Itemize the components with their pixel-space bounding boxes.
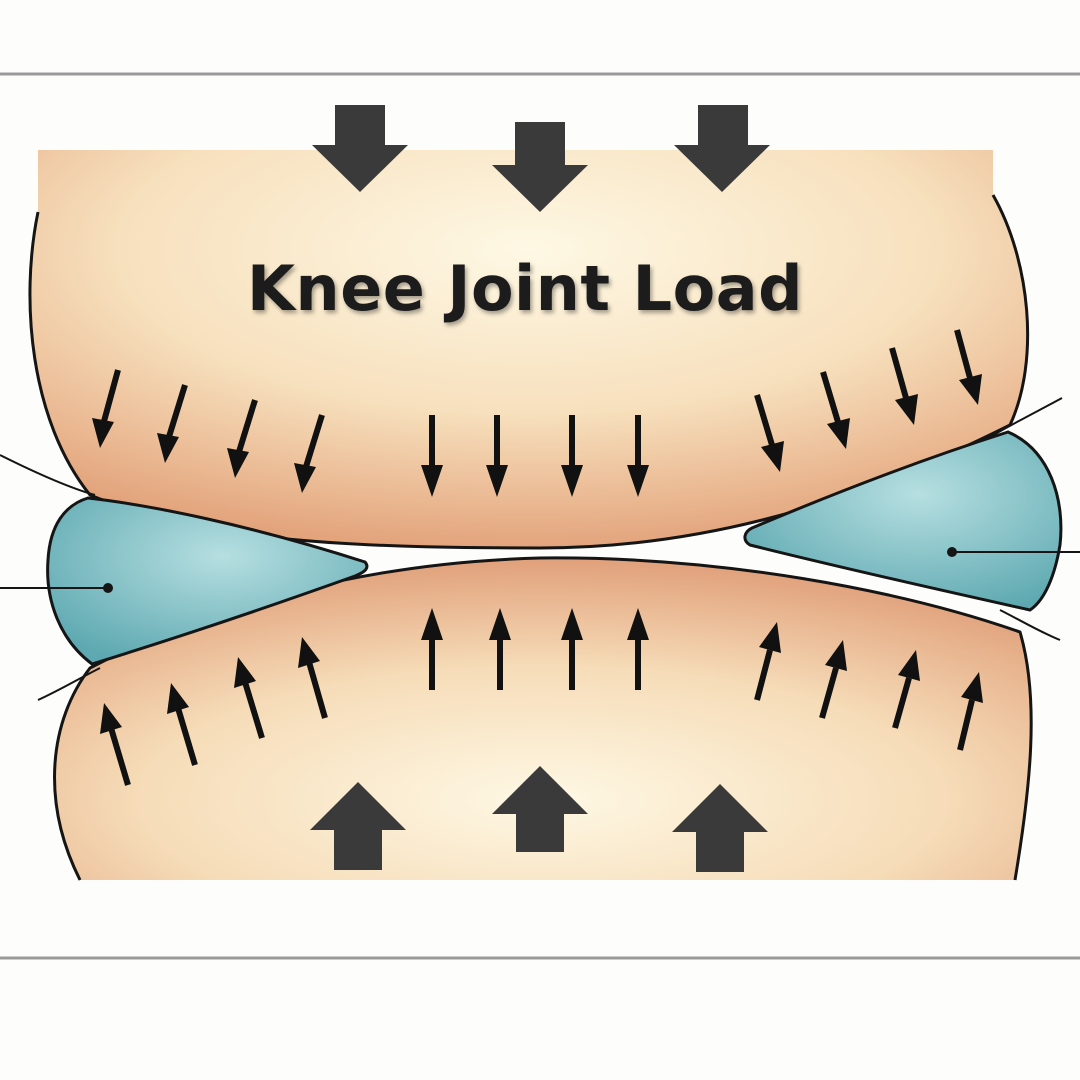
thin-arrow-icon: [167, 683, 198, 766]
thin-arrow-icon: [157, 384, 188, 463]
thin-arrow-icon: [489, 608, 511, 690]
thin-arrow-icon: [298, 637, 328, 719]
block-arrow-icon: [674, 105, 770, 192]
thin-arrow-icon: [627, 415, 649, 497]
femur-force-arrows: [92, 329, 982, 497]
tibia-force-arrows: [100, 608, 983, 786]
thin-arrow-icon: [486, 415, 508, 497]
top-load-arrows: [312, 105, 770, 212]
thin-arrow-icon: [954, 329, 982, 405]
block-arrow-icon: [672, 784, 768, 872]
thin-arrow-icon: [754, 394, 784, 472]
thin-arrow-icon: [561, 608, 583, 690]
thin-arrow-icon: [892, 650, 920, 729]
tibia-outline: [53, 556, 1033, 881]
thin-arrow-icon: [227, 399, 258, 478]
ligament-right-lower: [999, 609, 1061, 641]
thin-arrow-icon: [561, 415, 583, 497]
thin-arrow-icon: [234, 657, 265, 739]
tibia-shape: [54, 557, 1032, 880]
thin-arrow-icon: [421, 415, 443, 497]
ligament-left-upper: [0, 454, 96, 496]
thin-arrow-icon: [294, 414, 325, 493]
thin-arrow-icon: [754, 622, 781, 701]
thin-arrow-icon: [820, 371, 850, 449]
thin-arrow-icon: [92, 369, 121, 448]
thin-arrow-icon: [889, 347, 918, 425]
block-arrow-icon: [312, 105, 408, 192]
thin-arrow-icon: [627, 608, 649, 690]
leader-dot-icon: [103, 583, 113, 593]
block-arrow-icon: [310, 782, 406, 870]
meniscus-right: [743, 430, 1063, 612]
block-arrow-icon: [492, 122, 588, 212]
thin-arrow-icon: [421, 608, 443, 690]
femur-outline: [28, 194, 1030, 550]
thin-arrow-icon: [957, 672, 983, 751]
diagram-title: Knee Joint Load: [247, 252, 803, 325]
thin-arrow-icon: [819, 640, 847, 719]
thin-arrow-icon: [100, 703, 131, 786]
meniscus-left: [46, 496, 369, 666]
ligament-left-lower: [37, 667, 101, 701]
leader-dot-icon: [947, 547, 957, 557]
block-arrow-icon: [492, 766, 588, 852]
bottom-load-arrows: [310, 766, 768, 872]
